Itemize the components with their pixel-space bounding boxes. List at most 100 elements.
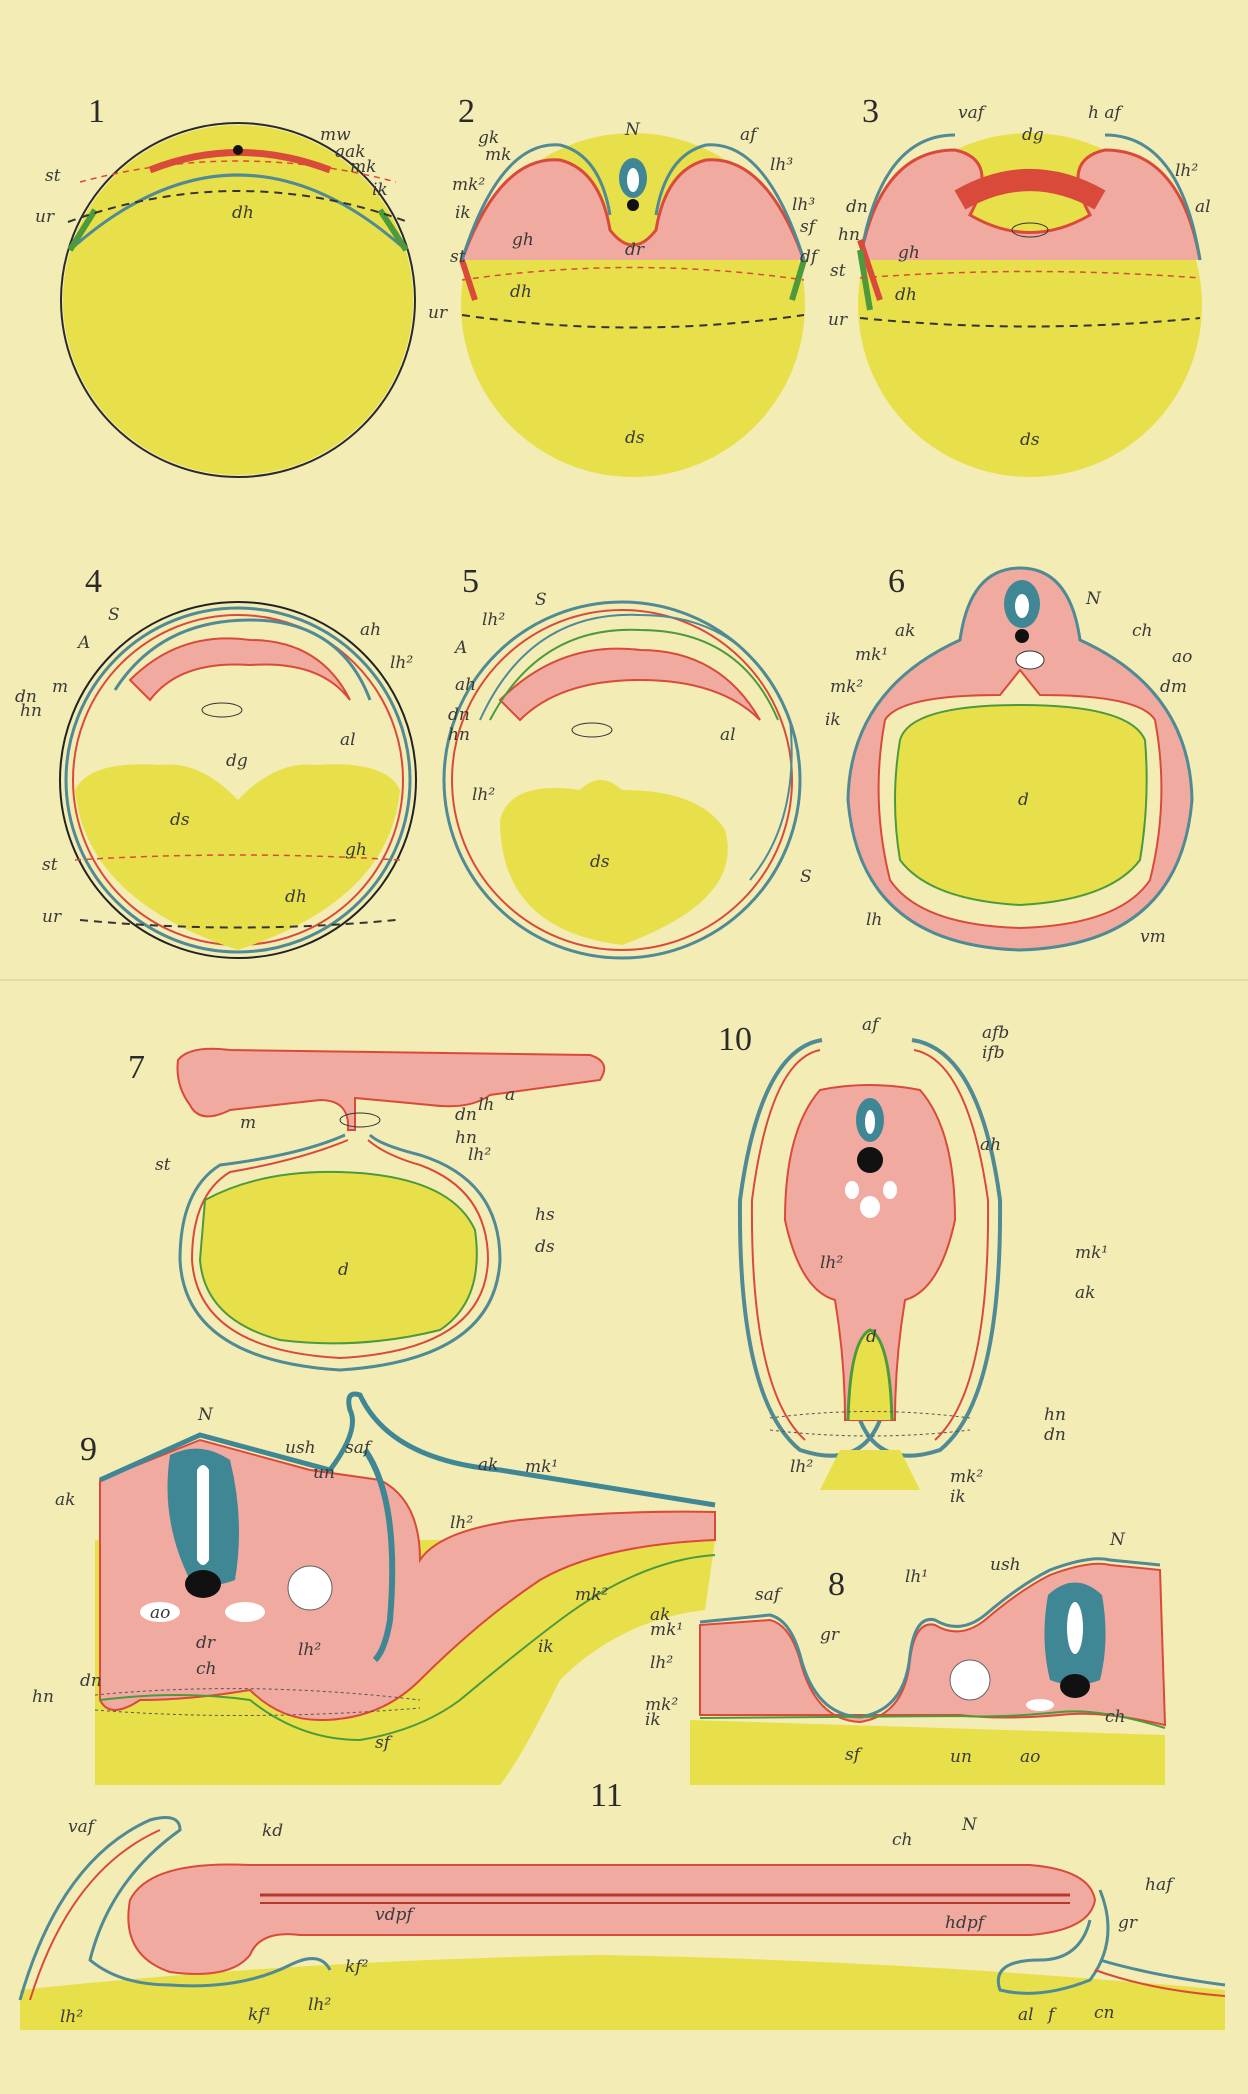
label: af (740, 125, 759, 145)
label: ao (1020, 1747, 1040, 1767)
label: lh (866, 910, 882, 930)
label: ik (372, 180, 388, 200)
label: saf (755, 1585, 783, 1605)
figure-number: 9 (80, 1431, 97, 1468)
label: al (1195, 197, 1211, 217)
label: lh² (450, 1513, 473, 1533)
figure-number: 10 (718, 1021, 752, 1058)
label: lh (478, 1095, 494, 1115)
label: mk¹ (1075, 1243, 1108, 1263)
label: haf (1145, 1875, 1175, 1895)
label: ah (360, 620, 381, 640)
label: S (800, 867, 812, 887)
label: hn (1044, 1405, 1066, 1425)
label: gr (1118, 1913, 1138, 1933)
label: lh² (472, 785, 495, 805)
label: lh² (468, 1145, 491, 1165)
label: ds (1020, 430, 1040, 450)
label: dg (1022, 125, 1044, 145)
label: mk¹ (525, 1457, 558, 1477)
label: dn (455, 1105, 477, 1125)
label: dn (80, 1671, 102, 1691)
label: ah (455, 675, 476, 695)
label: ak (895, 621, 915, 641)
label: afb (982, 1023, 1009, 1043)
label: kf² (345, 1957, 369, 1977)
label: lh² (482, 610, 505, 630)
label: ak (55, 1490, 75, 1510)
label: gh (512, 230, 534, 250)
label: al (1018, 2005, 1034, 2025)
figure-number: 6 (888, 563, 905, 600)
label: un (950, 1747, 972, 1767)
label: m (52, 677, 68, 697)
label: dr (625, 240, 645, 260)
label: ifb (982, 1043, 1005, 1063)
label: m (240, 1113, 256, 1133)
label: al (720, 725, 736, 745)
figure-number: 4 (85, 563, 102, 600)
label: ak (478, 1455, 498, 1475)
label: ur (35, 207, 55, 227)
label: st (830, 261, 846, 281)
label: gh (345, 840, 367, 860)
label: gh (898, 243, 920, 263)
label: hn (838, 225, 860, 245)
label: ur (42, 907, 62, 927)
label: lh³ (770, 155, 793, 175)
label: ds (170, 810, 190, 830)
label: ch (1132, 621, 1152, 641)
label: N (961, 1815, 978, 1835)
label: N (1109, 1530, 1126, 1550)
figure-number: 11 (590, 1777, 623, 1814)
label: ur (428, 303, 448, 323)
label: dn (846, 197, 868, 217)
label: ush (990, 1555, 1021, 1575)
label: lh² (650, 1653, 673, 1673)
label: lh³ (792, 195, 815, 215)
label: hdpf (945, 1913, 987, 1933)
label: ao (1172, 647, 1192, 667)
label: mk² (950, 1467, 983, 1487)
figure-number: 3 (862, 93, 879, 130)
label: lh² (60, 2007, 83, 2027)
label: vaf (68, 1817, 97, 1837)
label: ch (196, 1659, 216, 1679)
label: dr (196, 1633, 216, 1653)
label: gr (820, 1625, 840, 1645)
figure-number: 1 (88, 93, 105, 130)
label: kf¹ (248, 2005, 271, 2025)
label: N (624, 120, 641, 140)
figure-number: 8 (828, 1566, 845, 1603)
label: dh (510, 282, 532, 302)
label: st (45, 166, 61, 186)
label: ch (1105, 1707, 1125, 1727)
label: ds (590, 852, 610, 872)
label: ik (950, 1487, 966, 1507)
label: dh (232, 203, 254, 223)
label: df (800, 247, 820, 267)
label: d (338, 1260, 349, 1280)
label: S (535, 590, 547, 610)
figure-number: 2 (458, 93, 475, 130)
label: cn (1094, 2003, 1114, 2023)
label: A (453, 638, 467, 658)
label: lh² (820, 1253, 843, 1273)
label: st (155, 1155, 171, 1175)
figure-number: 7 (128, 1049, 145, 1086)
figure-number: 5 (462, 563, 479, 600)
label: dn (448, 705, 470, 725)
label: d (866, 1327, 877, 1347)
label: hn (32, 1687, 54, 1707)
label: al (340, 730, 356, 750)
label: ds (535, 1237, 555, 1257)
label: ak (1075, 1283, 1095, 1303)
label: N (1085, 589, 1102, 609)
label: vaf (958, 103, 987, 123)
label: ik (645, 1710, 661, 1730)
label: mk¹ (855, 645, 888, 665)
label: lh² (390, 653, 413, 673)
label: h af (1088, 103, 1123, 123)
label: kd (262, 1821, 283, 1841)
label: mk² (830, 677, 863, 697)
